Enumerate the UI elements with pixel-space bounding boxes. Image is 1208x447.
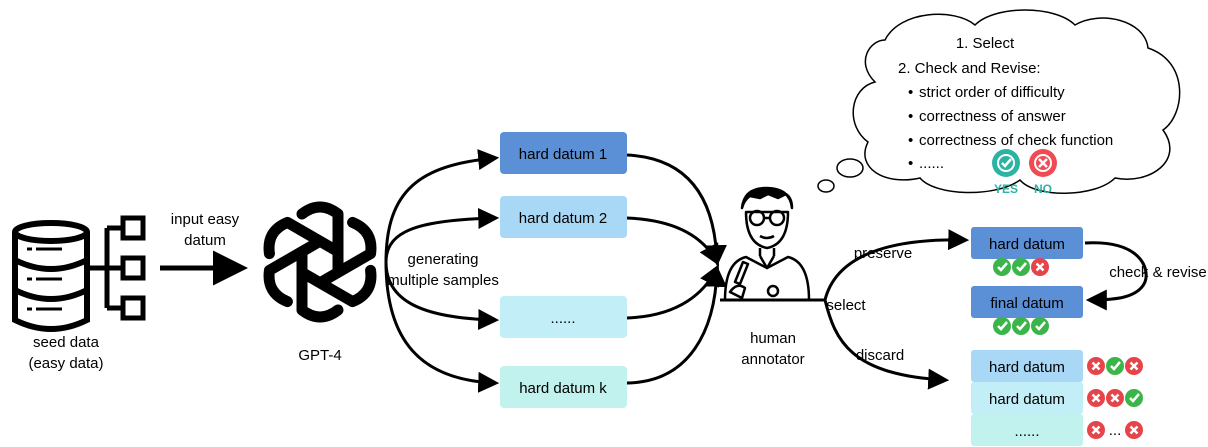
svg-text:•: • xyxy=(908,84,913,101)
preserved-box: hard datum xyxy=(971,227,1083,259)
discarded-label: hard datum xyxy=(989,359,1065,376)
selection-arrows xyxy=(823,229,1148,390)
generation-label-line1: generating xyxy=(408,251,479,268)
check-icon xyxy=(993,317,1011,335)
sample-box-2: hard datum 2 xyxy=(500,196,627,238)
input-label-line2: datum xyxy=(184,232,226,249)
cross-icon xyxy=(1031,258,1049,276)
thought-bullets: • strict order of difficulty • correctne… xyxy=(908,84,1113,172)
no-label: NO xyxy=(1034,182,1052,196)
svg-text:•: • xyxy=(908,108,913,125)
seed-label-line1: seed data xyxy=(33,334,100,351)
model-label: GPT-4 xyxy=(298,347,341,364)
thought-cloud xyxy=(817,9,1181,194)
generation-label-line2: multiple samples xyxy=(387,272,499,289)
seed-label-line2: (easy data) xyxy=(28,355,103,372)
cross-icon xyxy=(1125,357,1143,375)
discarded-box-2: hard datum xyxy=(971,382,1083,414)
final-marks xyxy=(993,317,1049,335)
sample-boxes: hard datum 1 hard datum 2 ...... hard da… xyxy=(500,132,627,408)
check-revise-label: check & revise xyxy=(1109,264,1207,281)
check-icon xyxy=(1031,317,1049,335)
database-icon xyxy=(12,220,90,332)
discarded-box-1: hard datum xyxy=(971,350,1083,382)
thought-bullet: correctness of check function xyxy=(919,132,1113,149)
preserve-label: preserve xyxy=(854,245,912,262)
fanin-arrows xyxy=(626,153,727,385)
check-icon xyxy=(1106,357,1124,375)
yes-icon xyxy=(992,149,1020,177)
final-box: final datum xyxy=(971,286,1083,318)
cross-icon xyxy=(1087,357,1105,375)
sample-label: ...... xyxy=(550,310,575,327)
sample-box-3: ...... xyxy=(500,296,627,338)
select-label: select xyxy=(826,297,866,314)
discarded-marks xyxy=(1087,389,1143,407)
svg-text:...: ... xyxy=(1109,422,1122,439)
discard-label: discard xyxy=(856,347,904,364)
sample-box-4: hard datum k xyxy=(500,366,627,408)
yes-label: YES xyxy=(994,182,1018,196)
human-label-line2: annotator xyxy=(741,351,804,368)
check-icon xyxy=(1012,258,1030,276)
openai-logo-icon xyxy=(263,201,377,323)
thought-line2: 2. Check and Revise: xyxy=(898,60,1041,77)
input-label-line1: input easy xyxy=(171,211,240,228)
check-icon xyxy=(993,258,1011,276)
check-icon xyxy=(1012,317,1030,335)
human-label-line1: human xyxy=(750,330,796,347)
cross-icon xyxy=(1087,389,1105,407)
check-icon xyxy=(1125,389,1143,407)
svg-text:•: • xyxy=(908,132,913,149)
sample-label: hard datum 2 xyxy=(519,210,607,227)
no-icon xyxy=(1029,149,1057,177)
discarded-label: hard datum xyxy=(989,391,1065,408)
discarded-label: ...... xyxy=(1014,423,1039,440)
cross-icon xyxy=(1087,421,1105,439)
preserved-marks xyxy=(993,258,1049,276)
cross-icon xyxy=(1125,421,1143,439)
human-annotator-icon xyxy=(720,186,825,302)
sample-label: hard datum k xyxy=(519,380,607,397)
cross-icon xyxy=(1106,389,1124,407)
hierarchy-icon xyxy=(87,215,146,321)
sample-label: hard datum 1 xyxy=(519,146,607,163)
thought-bullet: strict order of difficulty xyxy=(919,84,1065,101)
discarded-marks: ... xyxy=(1087,421,1143,439)
final-label: final datum xyxy=(990,295,1063,312)
svg-text:•: • xyxy=(908,155,913,172)
thought-bullet: ...... xyxy=(919,155,944,172)
thought-line1: 1. Select xyxy=(956,35,1015,52)
discarded-marks xyxy=(1087,357,1143,375)
preserved-label: hard datum xyxy=(989,236,1065,253)
discarded-box-3: ...... xyxy=(971,414,1083,446)
thought-bullet: correctness of answer xyxy=(919,108,1066,125)
fanout-arrows xyxy=(384,149,500,393)
sample-box-1: hard datum 1 xyxy=(500,132,627,174)
ellipsis-icon: ... xyxy=(1109,422,1122,439)
